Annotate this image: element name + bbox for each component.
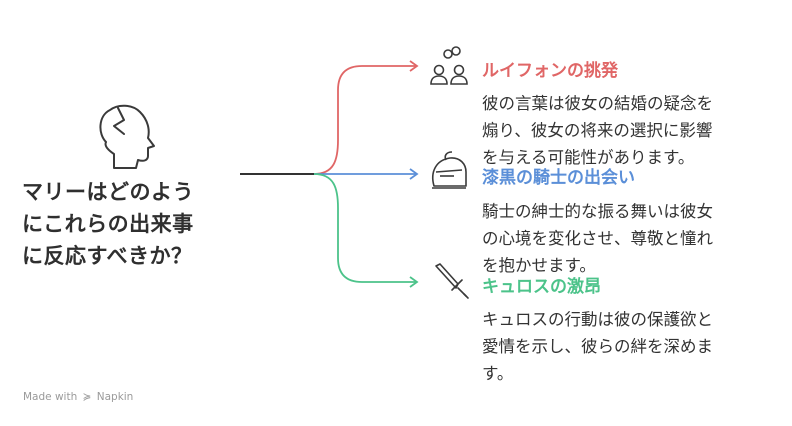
head-thinking-icon bbox=[99, 104, 155, 169]
branch-3-line-2: 愛情を示し、彼らの絆を深めま bbox=[482, 337, 713, 356]
brand-name: Napkin bbox=[96, 391, 134, 403]
branch-2-line-3: を抱かせます。 bbox=[482, 256, 596, 275]
branch-1-line-3: を与える可能性があります。 bbox=[482, 148, 695, 167]
branch-title-1: ルイフォンの挑発 bbox=[482, 61, 618, 81]
question-line-1: マリーはどのよう bbox=[22, 180, 194, 204]
branch-description-2: 騎士の紳士的な振る舞いは彼女 の心境を変化させ、尊敬と憧れ を抱かせます。 bbox=[482, 198, 772, 279]
napkin-logo-icon: ≽ bbox=[82, 391, 92, 403]
branch-description-3: キュロスの行動は彼の保護欲と 愛情を示し、彼らの絆を深めま す。 bbox=[482, 306, 772, 387]
branch-1-line-1: 彼の言葉は彼女の結婚の疑念を bbox=[482, 94, 713, 113]
arrowhead-1 bbox=[409, 60, 419, 72]
branch-line-1 bbox=[313, 65, 416, 175]
branch-2-line-1: 騎士の紳士的な振る舞いは彼女 bbox=[482, 202, 713, 221]
branch-line-3 bbox=[313, 173, 416, 283]
arrowhead-2 bbox=[409, 168, 419, 180]
question-line-2: にこれらの出来事 bbox=[22, 212, 194, 236]
branch-description-1: 彼の言葉は彼女の結婚の疑念を 煽り、彼女の将来の選択に影響 を与える可能性があり… bbox=[482, 90, 772, 171]
people-icon bbox=[430, 46, 468, 85]
central-question: マリーはどのよう にこれらの出来事 に反応すべきか？ bbox=[22, 176, 237, 272]
branch-3-line-3: す。 bbox=[482, 364, 514, 383]
footer-credit[interactable]: Made with ≽ Napkin bbox=[23, 391, 133, 403]
branch-title-2: 漆黒の騎士の出会い bbox=[482, 168, 635, 188]
arrowhead-3 bbox=[409, 276, 419, 288]
knight-helmet-icon bbox=[432, 151, 467, 189]
made-with-label: Made with bbox=[23, 391, 78, 403]
branch-2-line-2: の心境を変化させ、尊敬と憧れ bbox=[482, 229, 713, 248]
branch-3-line-1: キュロスの行動は彼の保護欲と bbox=[482, 310, 713, 329]
branch-title-3: キュロスの激昂 bbox=[482, 277, 601, 297]
sword-icon bbox=[435, 263, 469, 299]
question-line-3: に反応すべきか？ bbox=[22, 244, 193, 268]
branch-1-line-2: 煽り、彼女の将来の選択に影響 bbox=[482, 121, 713, 140]
